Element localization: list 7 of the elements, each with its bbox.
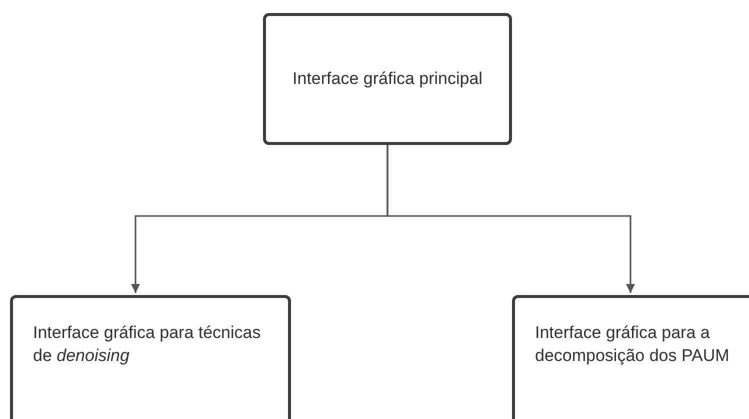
process-box [512, 295, 749, 419]
process-box [263, 13, 512, 145]
arrow [386, 145, 635, 293]
box-label: Interface gráfica principal [292, 68, 482, 88]
box-label: Interface gráfica para técnicas de denoising [33, 323, 261, 365]
process-box [10, 295, 291, 419]
box-label: Interface gráfica para a decomposição dos PAUM [535, 323, 730, 365]
